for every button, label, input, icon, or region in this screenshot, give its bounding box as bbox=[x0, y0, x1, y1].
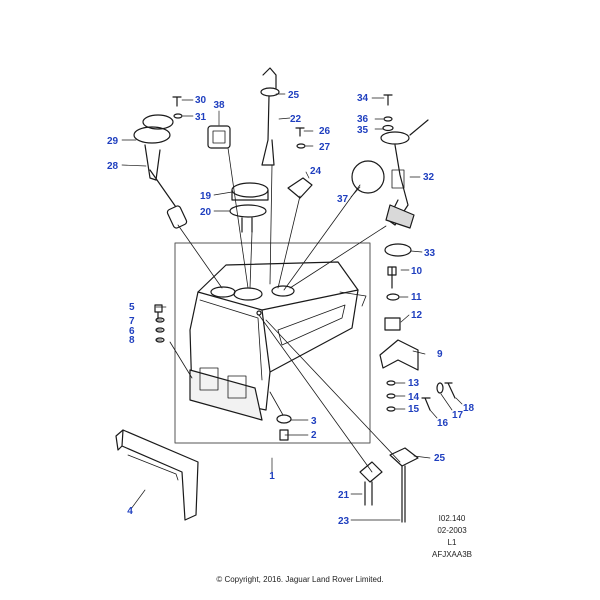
callout-27: 27 bbox=[319, 142, 331, 153]
reference-level: L1 bbox=[448, 538, 457, 547]
plug-2 bbox=[279, 429, 289, 441]
callout-28: 28 bbox=[107, 161, 119, 172]
callout-33: 33 bbox=[424, 248, 436, 259]
cover-plate-37 bbox=[351, 160, 385, 194]
callout-4: 4 bbox=[127, 506, 133, 517]
callout-26: 26 bbox=[319, 126, 331, 137]
callout-1: 1 bbox=[269, 471, 275, 482]
callout-31: 31 bbox=[195, 112, 207, 123]
bolt-10 bbox=[387, 266, 397, 289]
callout-34: 34 bbox=[357, 93, 369, 104]
washer-11 bbox=[386, 293, 400, 301]
callout-18: 18 bbox=[463, 403, 475, 414]
callout-14: 14 bbox=[408, 392, 420, 403]
filler-cap bbox=[229, 182, 269, 233]
callout-20: 20 bbox=[200, 207, 212, 218]
callout-5: 5 bbox=[129, 302, 135, 313]
callout-38: 38 bbox=[213, 100, 225, 111]
reference-date: 02-2003 bbox=[437, 526, 467, 535]
leader-lines bbox=[121, 93, 463, 521]
callout-11: 11 bbox=[411, 292, 422, 303]
callout-21: 21 bbox=[338, 490, 350, 501]
nut-13 bbox=[386, 380, 396, 386]
reference-part-code: AFJXAA3B bbox=[432, 550, 472, 559]
bolt-26 bbox=[295, 127, 305, 137]
callout-9: 9 bbox=[437, 349, 443, 360]
assembly-frame bbox=[174, 242, 371, 444]
sender-unit-left bbox=[133, 114, 188, 229]
bolt-16 bbox=[421, 397, 431, 411]
callout-32: 32 bbox=[423, 172, 435, 183]
gauge-unit-38 bbox=[207, 125, 231, 149]
washer-17 bbox=[436, 382, 444, 394]
seal-35 bbox=[382, 124, 394, 132]
callout-7: 7 bbox=[129, 316, 135, 327]
bolt-5 bbox=[154, 304, 163, 319]
callout-17: 17 bbox=[452, 410, 464, 421]
bracket-part-4 bbox=[115, 429, 199, 521]
screw-34 bbox=[383, 94, 393, 106]
callout-37: 37 bbox=[337, 194, 349, 205]
callout-29: 29 bbox=[107, 136, 119, 147]
callout-30: 30 bbox=[195, 95, 207, 106]
callout-2: 2 bbox=[311, 430, 317, 441]
mount-12 bbox=[384, 317, 401, 331]
pump-assembly bbox=[380, 119, 429, 229]
callout-15: 15 bbox=[408, 404, 420, 415]
callout-19: 19 bbox=[200, 191, 212, 202]
callout-13: 13 bbox=[408, 378, 420, 389]
callout-3: 3 bbox=[311, 416, 317, 427]
callout-6: 6 bbox=[129, 326, 135, 337]
plate-24 bbox=[287, 177, 313, 199]
callout-16: 16 bbox=[437, 418, 449, 429]
callout-36: 36 bbox=[357, 114, 369, 125]
washer-31 bbox=[173, 113, 183, 119]
callout-25-top: 25 bbox=[288, 90, 300, 101]
callout-8: 8 bbox=[129, 335, 135, 346]
washer-27 bbox=[296, 143, 306, 149]
washer-36 bbox=[383, 116, 393, 122]
callout-25-bottom: 25 bbox=[434, 453, 446, 464]
bolt-18 bbox=[444, 382, 456, 399]
dipstick bbox=[260, 67, 280, 166]
callout-23: 23 bbox=[338, 516, 350, 527]
callout-35: 35 bbox=[357, 125, 369, 136]
callout-24: 24 bbox=[310, 166, 322, 177]
callout-12: 12 bbox=[411, 310, 423, 321]
callout-10: 10 bbox=[411, 266, 423, 277]
guide-lines bbox=[169, 147, 401, 473]
screw-30 bbox=[172, 96, 182, 107]
callout-22: 22 bbox=[290, 114, 302, 125]
reference-code: I02.140 bbox=[439, 514, 466, 523]
washer-3 bbox=[276, 414, 292, 424]
lower-tube-assembly bbox=[359, 447, 419, 523]
nut-15 bbox=[386, 406, 396, 412]
seal-ring-33 bbox=[384, 243, 412, 257]
copyright-notice: © Copyright, 2016. Jaguar Land Rover Lim… bbox=[216, 575, 383, 584]
bracket-9 bbox=[379, 339, 419, 371]
washer-14 bbox=[386, 393, 396, 399]
